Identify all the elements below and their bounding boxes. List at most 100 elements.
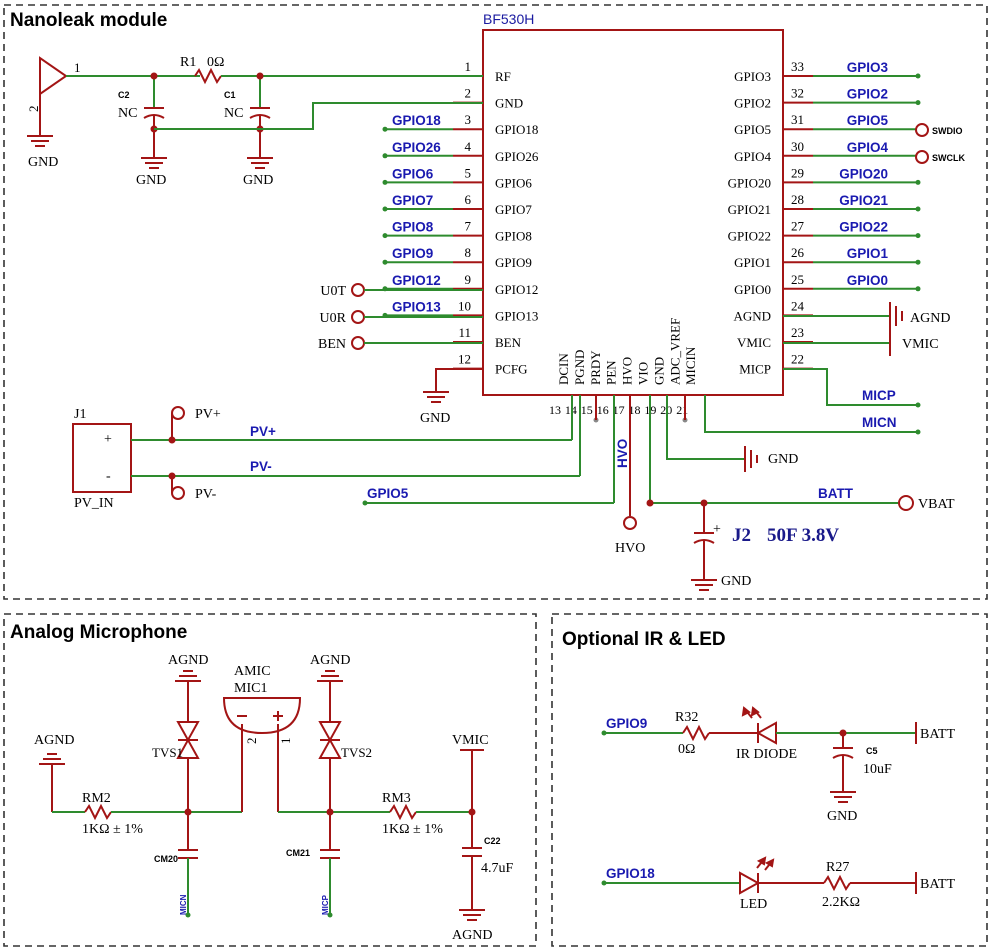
c1-value: NC bbox=[224, 106, 243, 121]
chip-left-pin-num: 9 bbox=[465, 272, 472, 287]
chip-right-net-label: GPIO3 bbox=[847, 60, 889, 75]
chip-body bbox=[482, 29, 784, 396]
r32-value: 0Ω bbox=[678, 742, 695, 757]
vmic-label: VMIC bbox=[902, 337, 939, 352]
chip-bottom-pin-name: PEN bbox=[604, 360, 619, 385]
chip-left-pin-num: 1 bbox=[465, 59, 472, 74]
chip-bottom-pin-name: HVO bbox=[620, 357, 635, 385]
chip-left-pin-num: 4 bbox=[465, 139, 472, 154]
chip-right-pin-num: 22 bbox=[791, 352, 804, 367]
chip-left-pin-num: 6 bbox=[465, 192, 472, 207]
chip-right-net-label: GPIO2 bbox=[847, 87, 888, 102]
chip-right-pin-num: 30 bbox=[791, 139, 804, 154]
chip-right-net-label: GPIO0 bbox=[847, 273, 888, 288]
chip-right-pin-name: GPIO21 bbox=[728, 202, 771, 217]
pv-plus-port: PV+ bbox=[195, 407, 221, 422]
tvs2-label: TVS2 bbox=[341, 745, 372, 760]
chip-right-pin-num: 28 bbox=[791, 192, 804, 207]
chip-right-pin-num: 31 bbox=[791, 112, 804, 127]
chip-right-net-label: GPIO5 bbox=[847, 113, 889, 128]
r32-label: R32 bbox=[675, 710, 698, 725]
chip-left-net-label: GPIO9 bbox=[392, 246, 433, 261]
chip-left-pin-name: BEN bbox=[495, 335, 522, 350]
chip-left-pin-name: GPIO6 bbox=[495, 175, 532, 190]
chip-left-net-label: GPIO6 bbox=[392, 166, 434, 181]
mic-vmic-label: VMIC bbox=[452, 733, 489, 748]
vbat-label: VBAT bbox=[918, 497, 955, 512]
chip-left-pin-name: GPIO13 bbox=[495, 308, 538, 323]
section-title-module: Nanoleak module bbox=[10, 10, 167, 31]
chip-right-pin-num: 33 bbox=[791, 59, 804, 74]
chip-bottom-pin-num: 18 bbox=[629, 403, 641, 417]
c1-label: C1 bbox=[224, 90, 236, 100]
r27-label: R27 bbox=[826, 860, 849, 875]
chip-bottom-pin-num: 14 bbox=[565, 403, 577, 417]
chip-left-pin-name: GPIO12 bbox=[495, 282, 538, 297]
chip-right-pin-name: GPIO2 bbox=[734, 96, 771, 111]
c2-label: C2 bbox=[118, 90, 130, 100]
r1-resistor bbox=[194, 67, 222, 85]
rm2-label: RM2 bbox=[82, 791, 111, 806]
cm20-label: CM20 bbox=[154, 854, 178, 864]
chip-bottom-pin-name: DCIN bbox=[556, 353, 571, 385]
chip-right-pin-name: MICP bbox=[739, 362, 771, 377]
chip-left-net-end bbox=[382, 206, 388, 212]
rm2-value: 1KΩ ± 1% bbox=[82, 822, 143, 837]
c5-value: 10uF bbox=[863, 762, 892, 777]
chip-left-pin-num: 5 bbox=[465, 165, 472, 180]
chip-bottom-pin-name: ADC_VREF bbox=[667, 318, 682, 385]
chip-left-net-end bbox=[382, 259, 388, 265]
pv-minus-net: PV- bbox=[250, 459, 272, 474]
micp-label: MICP bbox=[321, 894, 330, 915]
chip-left-pin-name: GPIO7 bbox=[495, 202, 532, 217]
hvo-port: HVO bbox=[615, 541, 645, 556]
chip-right-pin-num: 25 bbox=[791, 272, 804, 287]
led-batt-label: BATT bbox=[920, 877, 955, 892]
mic-circuit bbox=[38, 670, 486, 921]
chip-left-net-end bbox=[382, 126, 388, 132]
chip-right-pin-num: 32 bbox=[791, 86, 804, 101]
chip-right-pin-name: VMIC bbox=[737, 335, 771, 350]
batt-net: BATT bbox=[818, 486, 854, 501]
pcfg-gnd-label: GND bbox=[420, 411, 450, 426]
mic-agnd-tvs2: AGND bbox=[310, 653, 350, 668]
module-border bbox=[3, 4, 988, 600]
chip-bottom-pin-name: PGND bbox=[572, 350, 587, 385]
agnd-label: AGND bbox=[910, 311, 950, 326]
chip-left-pin-num: 7 bbox=[465, 219, 472, 234]
j2-plus: + bbox=[713, 522, 721, 537]
chip-right-net-label: GPIO1 bbox=[847, 246, 889, 261]
ir-circuit bbox=[601, 706, 917, 895]
chip-right-net-label: GPIO4 bbox=[847, 140, 889, 155]
chip-left-pin-name: GPIO8 bbox=[495, 229, 532, 244]
chip-right-pin-name: GPIO3 bbox=[734, 69, 771, 84]
mic1-label: MIC1 bbox=[234, 681, 267, 696]
c2-gnd-label: GND bbox=[136, 173, 166, 188]
chip-bottom-pin-num: 16 bbox=[597, 403, 609, 417]
rm3-value: 1KΩ ± 1% bbox=[382, 822, 443, 837]
gnd-net bbox=[154, 102, 483, 130]
chip-left-pin-num: 3 bbox=[465, 112, 472, 127]
section-title-ir: Optional IR & LED bbox=[562, 629, 726, 650]
chip-right-net-end bbox=[915, 206, 921, 212]
j2-gnd-label: GND bbox=[721, 574, 751, 589]
right-ports bbox=[704, 123, 929, 435]
chip-left-pin-num: 2 bbox=[465, 86, 472, 101]
c5-label: C5 bbox=[866, 746, 878, 756]
chip-left-pin-name: GPIO9 bbox=[495, 255, 532, 270]
ir-border bbox=[551, 613, 988, 947]
chip-bottom-pin-name: MICIN bbox=[683, 346, 698, 385]
chip-left-pin-name: PCFG bbox=[495, 362, 528, 377]
antenna-gnd-label: GND bbox=[28, 155, 58, 170]
chip-right-pin-name: GPIO4 bbox=[734, 149, 771, 164]
chip-right-pin-name: GPIO20 bbox=[728, 175, 771, 190]
chip-left-net-label: GPIO26 bbox=[392, 140, 441, 155]
chip-bottom-pin-num: 13 bbox=[549, 403, 561, 417]
chip-name: BF530H bbox=[483, 11, 534, 27]
tvs1-label: TVS1 bbox=[152, 745, 183, 760]
chip-left-net-label: GPIO13 bbox=[392, 299, 441, 314]
chip-left-net-label: GPIO7 bbox=[392, 193, 433, 208]
chip-pins: 1RF2GND3GPIO18GPIO184GPIO26GPIO265GPIO6G… bbox=[382, 59, 921, 417]
ir-diode-label: IR DIODE bbox=[736, 747, 797, 762]
